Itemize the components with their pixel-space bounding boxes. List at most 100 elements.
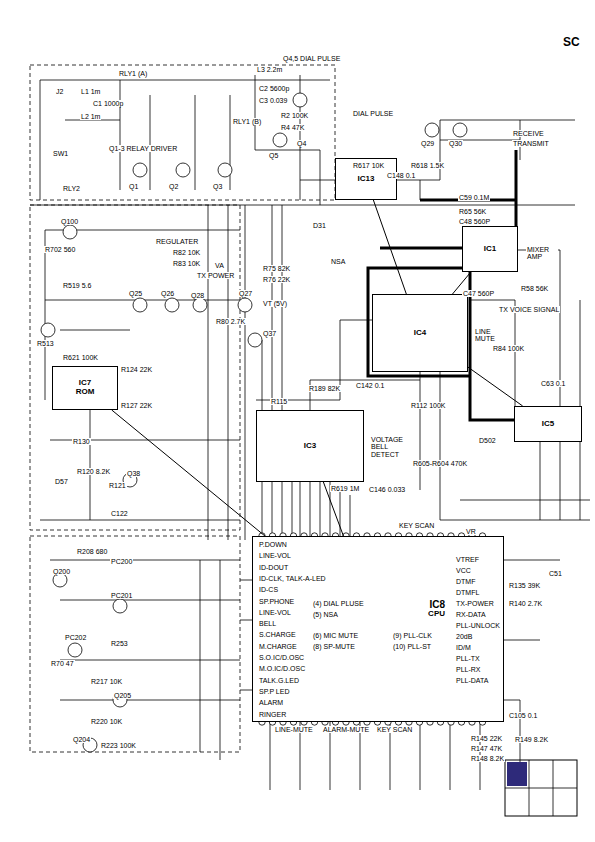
part-label: M.CHARGE	[258, 643, 298, 650]
part-label: R65 56K	[458, 208, 487, 215]
part-label: R223 100K	[100, 742, 137, 749]
transistor-symbol	[453, 123, 467, 137]
part-label: D502	[478, 437, 497, 444]
part-label: C51	[548, 570, 563, 577]
part-label: TX VOICE SIGNAL	[498, 306, 560, 313]
legend-grid-fill	[507, 762, 527, 786]
part-label: R513	[36, 340, 55, 347]
part-label: Q26	[160, 290, 175, 297]
part-label: SP.P LED	[258, 688, 291, 695]
part-label: BELL	[258, 620, 277, 627]
part-label: C1 1000p	[92, 100, 124, 107]
part-label: R58 56K	[520, 285, 549, 292]
part-label: R82 10K	[172, 249, 201, 256]
part-label: Q27	[238, 290, 253, 297]
part-label: S.CHARGE	[258, 631, 297, 638]
legend-grid	[505, 760, 577, 816]
part-label: TRANSMIT	[512, 140, 550, 147]
transistor-symbol	[293, 93, 307, 107]
ic-label: ROM	[76, 388, 95, 397]
part-label: ID/M	[455, 644, 472, 651]
part-label: Q28	[190, 292, 205, 299]
part-label: RLY1 (A)	[118, 70, 148, 77]
part-label: R253	[110, 640, 129, 647]
part-label: R70 47	[50, 660, 75, 667]
ic-label: IC1	[484, 245, 496, 254]
part-label: R619 1M	[330, 485, 360, 492]
part-label: R189 82K	[308, 385, 341, 392]
part-label: P.DOWN	[258, 541, 288, 548]
transistor-symbol	[165, 298, 179, 312]
part-label: S.O.IC/D.OSC	[258, 654, 305, 661]
part-label: VT (5V)	[262, 300, 288, 307]
part-label: (6) MIC MUTE	[312, 632, 359, 639]
part-label: R220 10K	[90, 718, 123, 725]
ic-box: IC3	[256, 410, 364, 482]
part-label: Q5	[268, 152, 279, 159]
part-label: TX-POWER	[455, 600, 495, 607]
part-label: R124 22K	[120, 366, 153, 373]
transistor-symbol	[425, 123, 439, 137]
part-label: D57	[54, 478, 69, 485]
part-label: RLY2	[62, 185, 81, 192]
part-label: Q1	[128, 183, 139, 190]
part-label: Q3	[212, 183, 223, 190]
part-label: C146 0.033	[368, 486, 406, 493]
part-label: PLL-RX	[455, 666, 482, 673]
part-label: C148 0.1	[386, 172, 416, 179]
part-label: R120 8.2K	[76, 468, 111, 475]
dashed-boundary	[30, 65, 335, 752]
part-label: Q4,5 DIAL PULSE	[282, 55, 341, 62]
transistor-symbol	[248, 333, 262, 347]
ic-label: IC4	[414, 329, 426, 338]
part-label: R621 100K	[62, 354, 99, 361]
part-label: Q2	[168, 183, 179, 190]
part-label: L1 1m	[80, 88, 101, 95]
part-label: PLL-TX	[455, 655, 481, 662]
part-label: (5) NSA	[312, 611, 339, 618]
part-label: VCC	[455, 567, 472, 574]
part-label: ALARM	[258, 699, 284, 706]
part-label: R130	[72, 438, 91, 445]
part-label: SP.PHONE	[258, 598, 295, 605]
part-label: R140 2.7K	[508, 600, 543, 607]
part-label: Q204	[72, 736, 91, 743]
transistor-symbol	[133, 163, 147, 177]
part-label: LINE-MUTE	[274, 726, 314, 733]
part-label: C47 560P	[462, 290, 495, 297]
part-label: LINE MUTE	[474, 328, 502, 343]
part-label: C2 5600p	[258, 85, 290, 92]
part-label: KEY SCAN	[376, 726, 413, 733]
transistor-symbol	[193, 298, 207, 312]
transistor-symbol	[68, 643, 82, 657]
part-label: PC200	[110, 558, 133, 565]
transistor-symbol	[41, 323, 55, 337]
ic-label: IC13	[358, 175, 375, 184]
legend-grid	[505, 760, 577, 816]
part-label: VA	[214, 262, 225, 269]
part-label: LINE-VOL	[258, 552, 292, 559]
part-label: R149 8.2K	[514, 736, 549, 743]
part-label: R121	[108, 482, 127, 489]
part-label: C63 0.1	[540, 380, 567, 387]
wire	[30, 75, 590, 790]
part-label: D31	[312, 222, 327, 229]
part-label: SC	[562, 36, 581, 49]
part-label: DTMF	[455, 578, 476, 585]
part-label: R145 22K	[470, 735, 503, 742]
ic-label: IC3	[304, 442, 316, 451]
transistor-symbol	[238, 298, 252, 312]
part-label: ID-CLK, TALK-A-LED	[258, 575, 327, 582]
part-label: Q200	[52, 568, 71, 575]
part-label: LINE-VOL	[258, 609, 292, 616]
part-label: C122	[110, 510, 129, 517]
part-label: R115	[270, 398, 288, 405]
wire-connector	[468, 367, 523, 406]
part-label: Q30	[448, 140, 463, 147]
part-label: PC202	[64, 634, 87, 641]
part-label: PC201	[110, 592, 133, 599]
part-label: ALARM-MUTE	[322, 726, 370, 733]
part-label: (10) PLL-ST	[392, 643, 432, 650]
part-label: R217 10K	[90, 678, 123, 685]
part-label: PLL-DATA	[455, 677, 489, 684]
